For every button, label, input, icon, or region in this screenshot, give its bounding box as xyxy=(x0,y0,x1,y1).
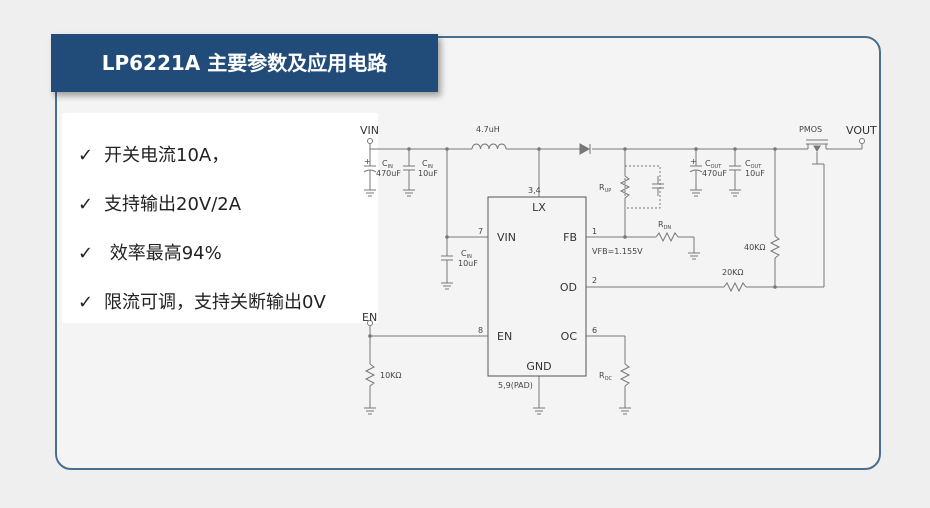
r10k-label: 10KΩ xyxy=(380,371,402,380)
cin3-label: CIN xyxy=(461,249,472,260)
cout1-label: COUT xyxy=(705,159,722,170)
vin-terminal xyxy=(367,138,373,144)
cin1-plus: + xyxy=(364,157,371,166)
feature-text: 限流可调，支持关断输出0V xyxy=(104,292,326,313)
ic-pin-gnd: GND xyxy=(526,360,551,373)
terminal-nodes xyxy=(367,138,865,326)
vfb-label: VFB=1.155V xyxy=(592,247,643,256)
inductor-label: 4.7uH xyxy=(476,125,500,134)
ic-pin-vin: VIN xyxy=(497,231,516,244)
ic-pin-oc: OC xyxy=(561,330,578,343)
cout1-value: 470uF xyxy=(702,169,727,178)
check-icon: ✓ xyxy=(78,243,94,264)
cout2-label: COUT xyxy=(745,159,762,170)
ic-pin-od: OD xyxy=(560,281,577,294)
cout1-plus: + xyxy=(690,157,697,166)
en-label: EN xyxy=(362,311,377,324)
cin1-label: CIN xyxy=(382,159,393,170)
page-title: LP6221A 主要参数及应用电路 xyxy=(101,51,388,75)
cin2-value: 10uF xyxy=(418,169,438,178)
roc-label: ROC xyxy=(599,371,612,382)
check-icon: ✓ xyxy=(78,194,94,215)
feature-item: ✓ 支持输出20V/2A xyxy=(78,190,241,216)
r40k-label: 40KΩ xyxy=(744,243,766,252)
check-icon: ✓ xyxy=(78,292,94,313)
cin1-value: 470uF xyxy=(376,169,401,178)
feature-item: ✓ 效率最高94% xyxy=(78,239,222,265)
cin2-label: CIN xyxy=(422,159,433,170)
ic-lp6221a xyxy=(487,196,587,377)
cout2-value: 10uF xyxy=(745,169,765,178)
feature-text: 开关电流10A， xyxy=(104,145,230,166)
vout-terminal xyxy=(859,138,865,144)
r20k-label: 20KΩ xyxy=(722,268,744,277)
junction-dots xyxy=(368,147,777,338)
pin-number-lx: 3,4 xyxy=(528,186,541,195)
feature-text: 效率最高94% xyxy=(104,243,222,264)
ic-pin-lx: LX xyxy=(532,201,546,214)
title-banner: LP6221A 主要参数及应用电路 xyxy=(51,34,438,92)
ic-pin-en: EN xyxy=(497,330,512,343)
circuit-wires xyxy=(363,139,863,408)
pin-number-fb: 1 xyxy=(592,227,597,236)
ic-pin-fb: FB xyxy=(563,231,577,244)
feature-text: 支持输出20V/2A xyxy=(104,194,242,215)
pmos-label: PMOS xyxy=(799,125,822,134)
vin-label: VIN xyxy=(360,124,379,137)
pin-number-vin: 7 xyxy=(478,227,483,236)
pin-number-gnd: 5,9(PAD) xyxy=(498,381,533,390)
rdn-label: RDN xyxy=(658,220,671,231)
pin-number-oc: 6 xyxy=(592,326,597,335)
feature-item: ✓ 开关电流10A， xyxy=(78,141,229,167)
pin-number-en: 8 xyxy=(478,326,483,335)
check-icon: ✓ xyxy=(78,145,94,166)
pin-number-od: 2 xyxy=(592,276,597,285)
rup-label: RUP xyxy=(599,183,611,194)
feature-item: ✓ 限流可调，支持关断输出0V xyxy=(78,288,326,314)
en-terminal xyxy=(367,320,373,326)
cin3-value: 10uF xyxy=(458,259,478,268)
feature-list: ✓ 开关电流10A， ✓ 支持输出20V/2A ✓ 效率最高94% ✓ 限流可调，支持… xyxy=(62,113,378,323)
vout-label: VOUT xyxy=(846,124,877,137)
